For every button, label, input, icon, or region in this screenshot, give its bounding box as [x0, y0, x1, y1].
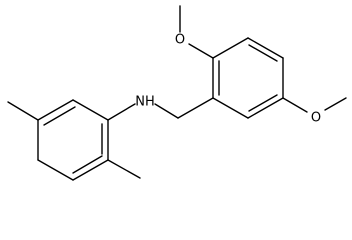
methyl-bond-2 — [107, 159, 141, 179]
methyl-bond-5 — [7, 101, 39, 121]
right-ring-bond-3 — [247, 37, 284, 59]
top-methoxy-oxygen-label: O — [175, 33, 185, 48]
amine-label: NH — [135, 95, 155, 110]
right-ring-bond-5 — [247, 97, 284, 119]
left-ring-bond-4 — [37, 159, 74, 181]
structure-canvas: NH O O — [7, 5, 347, 181]
right-ring-double-2 — [248, 44, 278, 62]
aryl-nitrogen-bond — [107, 103, 136, 121]
right-ring-double-3 — [248, 94, 278, 112]
right-methoxy-methyl-bond — [324, 97, 347, 111]
left-ring-bond-1 — [72, 99, 109, 121]
top-methoxy-ring-bond — [188, 43, 214, 59]
nitrogen-methylene-bond — [154, 103, 179, 119]
right-methoxy-ring-bond — [282, 97, 308, 113]
left-ring-double-2 — [72, 155, 103, 174]
left-ring-double-1 — [43, 106, 76, 126]
left-ring-bond-5 — [72, 159, 109, 181]
right-ring-bond-2 — [212, 37, 249, 59]
chemical-structure-diagram: NH O O — [7, 5, 347, 181]
methylene-aryl-bond — [177, 97, 214, 119]
right-methoxy-oxygen-label: O — [311, 111, 321, 126]
left-ring-bond-2 — [37, 99, 74, 121]
right-ring-bond-6 — [212, 97, 249, 119]
